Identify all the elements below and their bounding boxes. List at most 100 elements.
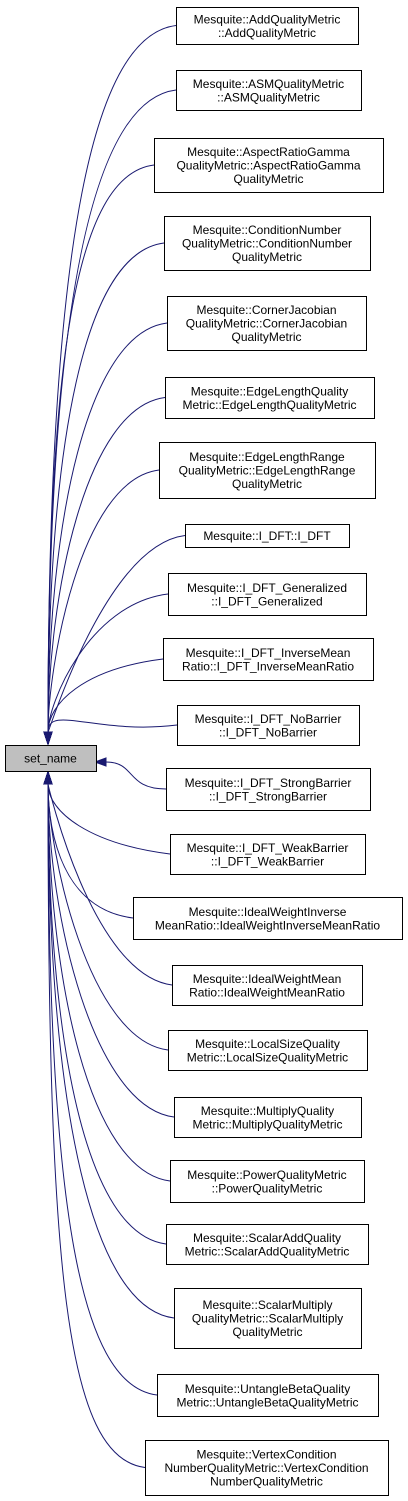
caller-node-box [185, 524, 350, 548]
call-edge [47, 397, 166, 733]
caller-node-label-line: QualityMetric [233, 172, 303, 186]
caller-node-label-line: Mesquite::VertexCondition [196, 1448, 336, 1462]
caller-node[interactable]: Mesquite::I_DFT_InverseMeanRatio::I_DFT_… [163, 638, 374, 681]
root-node-set-name[interactable]: set_name [5, 745, 97, 772]
call-edge [47, 783, 167, 1245]
call-edge [47, 783, 175, 1118]
caller-node[interactable]: Mesquite::UntangleBetaQualityMetric::Unt… [157, 1374, 379, 1417]
caller-node-label-line: Metric::EdgeLengthQualityMetric [182, 398, 356, 412]
caller-node-label-line: ::I_DFT_Generalized [211, 594, 322, 608]
caller-node[interactable]: Mesquite::I_DFT_NoBarrier::I_DFT_NoBarri… [177, 705, 360, 746]
caller-node-box [168, 573, 367, 616]
call-edge [47, 783, 171, 1182]
caller-node-label-line: Mesquite::ConditionNumber [193, 223, 342, 237]
caller-node-box [176, 70, 362, 111]
arrowhead [93, 757, 107, 767]
caller-node-box [176, 7, 359, 45]
call-edge [47, 783, 171, 855]
caller-node[interactable]: Mesquite::AddQualityMetric::AddQualityMe… [176, 7, 359, 45]
caller-node-label-line: Mesquite::EdgeLengthRange [189, 450, 345, 464]
caller-node-label-line: Mesquite::I_DFT_NoBarrier [195, 712, 342, 726]
caller-node-label-line: Mesquite::PowerQualityMetric [187, 1168, 346, 1182]
caller-node[interactable]: Mesquite::I_DFT_Generalized::I_DFT_Gener… [168, 573, 367, 616]
caller-node-label-line: QualityMetric::ScalarMultiply [192, 1312, 343, 1326]
caller-node-label-line: Mesquite::EdgeLengthQuality [191, 384, 348, 398]
caller-node-label-line: ::I_DFT_StrongBarrier [209, 789, 327, 803]
caller-node-box [157, 1374, 379, 1417]
caller-node-box [166, 1224, 369, 1265]
caller-node[interactable]: Mesquite::LocalSizeQualityMetric::LocalS… [168, 1030, 368, 1071]
caller-node-label-line: ::PowerQualityMetric [212, 1181, 323, 1195]
call-edge [47, 322, 168, 733]
caller-node-label-line: NumberQualityMetric [210, 1475, 323, 1489]
caller-node[interactable]: Mesquite::EdgeLengthRangeQualityMetric::… [159, 442, 376, 499]
caller-node-label-line: Mesquite::I_DFT_Generalized [187, 581, 347, 595]
caller-node-label-line: Mesquite::AddQualityMetric [194, 12, 341, 26]
call-edge [47, 783, 134, 919]
caller-node-label-line: ::I_DFT_WeakBarrier [211, 854, 324, 868]
caller-node[interactable]: Mesquite::PowerQualityMetric::PowerQuali… [170, 1160, 365, 1203]
caller-node-label-line: ::AddQualityMetric [218, 26, 316, 40]
call-edge [47, 783, 173, 986]
caller-node-label-line: Metric::ScalarAddQualityMetric [185, 1244, 350, 1258]
arrowhead [43, 770, 53, 785]
caller-node[interactable]: Mesquite::ScalarAddQualityMetric::Scalar… [166, 1224, 369, 1265]
caller-node-box [172, 965, 363, 1006]
caller-node[interactable]: Mesquite::AspectRatioGammaQualityMetric:… [154, 138, 384, 193]
caller-node-label-line: QualityMetric::AspectRatioGamma [176, 159, 360, 173]
caller-node-label-line: ::I_DFT_NoBarrier [219, 725, 317, 739]
caller-node-label-line: NumberQualityMetric::VertexCondition [164, 1461, 368, 1475]
caller-node-label-line: QualityMetric [232, 250, 302, 264]
caller-node[interactable]: Mesquite::EdgeLengthQualityMetric::EdgeL… [165, 377, 375, 419]
edges [43, 25, 186, 1468]
caller-node[interactable]: Mesquite::VertexConditionNumberQualityMe… [145, 1440, 389, 1496]
caller-node[interactable]: Mesquite::MultiplyQualityMetric::Multipl… [174, 1097, 362, 1138]
caller-node-label-line: ::ASMQualityMetric [217, 90, 320, 104]
caller-node-label-line: Mesquite::ScalarAddQuality [193, 1231, 341, 1245]
caller-node[interactable]: Mesquite::IdealWeightMeanRatio::IdealWei… [172, 965, 363, 1006]
caller-node-label-line: Metric::LocalSizeQualityMetric [187, 1050, 348, 1064]
caller-node-label-line: QualityMetric [232, 1325, 302, 1339]
caller-node[interactable]: Mesquite::I_DFT_StrongBarrier::I_DFT_Str… [166, 768, 371, 811]
caller-node-label-line: QualityMetric [231, 330, 301, 344]
caller-node[interactable]: Mesquite::I_DFT::I_DFT [185, 524, 350, 548]
caller-node-label-line: Mesquite::IdealWeightMean [193, 972, 342, 986]
caller-node-box [170, 834, 366, 875]
call-edge [47, 658, 164, 733]
caller-node-label-line: Mesquite::LocalSizeQuality [195, 1037, 340, 1051]
call-edge [47, 783, 169, 1051]
caller-node-box [167, 296, 367, 351]
caller-node-box [174, 1097, 362, 1138]
caller-node-label-line: QualityMetric::CornerJacobian [186, 317, 347, 331]
caller-node[interactable]: Mesquite::IdealWeightInverseMeanRatio::I… [133, 897, 403, 940]
caller-node-box [165, 377, 375, 419]
caller-node-label-line: QualityMetric::ConditionNumber [182, 237, 352, 251]
caller-node-label-line: Metric::MultiplyQualityMetric [192, 1117, 342, 1131]
caller-node-label-line: Mesquite::AspectRatioGamma [187, 145, 350, 159]
caller-node-box [133, 897, 403, 940]
caller-node-label-line: Ratio::I_DFT_InverseMeanRatio [182, 659, 354, 673]
caller-node-box [163, 638, 374, 681]
call-edge [47, 783, 158, 1396]
caller-node[interactable]: Mesquite::ScalarMultiplyQualityMetric::S… [174, 1288, 362, 1349]
caller-node[interactable]: Mesquite::I_DFT_WeakBarrier::I_DFT_WeakB… [170, 834, 366, 875]
caller-node-label-line: Mesquite::I_DFT_WeakBarrier [187, 841, 349, 855]
caller-node-label-line: MeanRatio::IdealWeightInverseMeanRatio [155, 918, 381, 932]
caller-node[interactable]: Mesquite::ASMQualityMetric::ASMQualityMe… [176, 70, 362, 111]
caller-node-box [145, 1440, 389, 1496]
caller-node-label-line: Mesquite::I_DFT_InverseMean [186, 646, 351, 660]
call-edge [47, 719, 178, 733]
caller-node-box [170, 1160, 365, 1203]
caller-node-box [154, 138, 384, 193]
caller-node[interactable]: Mesquite::CornerJacobianQualityMetric::C… [167, 296, 367, 351]
root-node-set-name-label-line: set_name [24, 752, 77, 766]
nodes: set_name Mesquite::AddQualityMetric::AddQ… [5, 7, 403, 1496]
call-edge [105, 761, 167, 790]
caller-node-label-line: Mesquite::MultiplyQuality [201, 1104, 334, 1118]
caller-node-box [168, 1030, 368, 1071]
caller-node[interactable]: Mesquite::ConditionNumberQualityMetric::… [164, 216, 371, 271]
root-node-set-name-box [5, 745, 97, 772]
caller-node-label-line: Mesquite::ASMQualityMetric [193, 77, 344, 91]
caller-node-label-line: QualityMetric::EdgeLengthRange [179, 464, 356, 478]
